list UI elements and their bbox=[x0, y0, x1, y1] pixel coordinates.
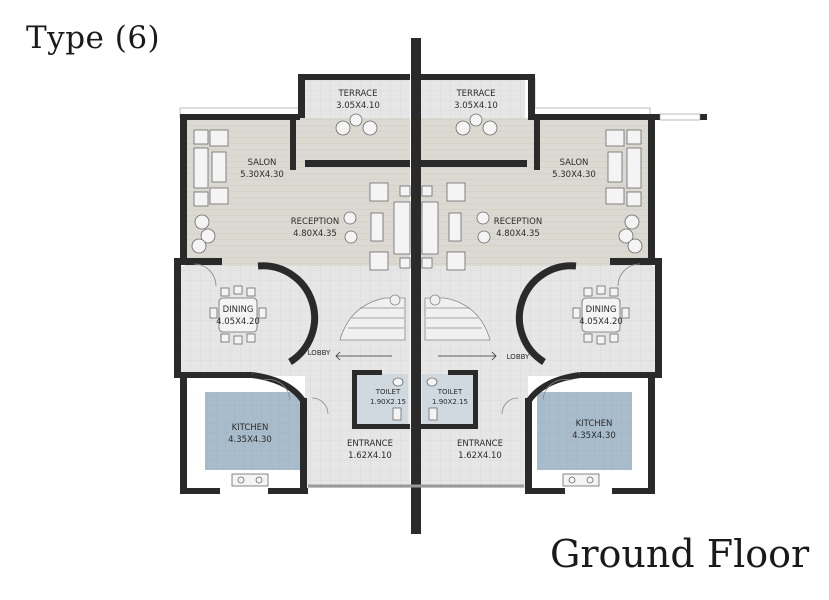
salon-right-name: SALON bbox=[560, 158, 589, 168]
terrace-left-dim: 3.05X4.10 bbox=[336, 101, 380, 111]
stairs bbox=[339, 294, 491, 341]
kitchen-right-floor bbox=[537, 392, 632, 470]
terrace-right-name: TERRACE bbox=[455, 89, 495, 99]
salon-right-furniture bbox=[605, 129, 643, 254]
dining-right-name: DINING bbox=[586, 305, 617, 315]
reception-left-name: RECEPTION bbox=[291, 217, 339, 227]
reception-right-dim: 4.80X4.35 bbox=[496, 229, 540, 239]
kitchen-left-curve bbox=[251, 372, 307, 404]
floor-level-title: Ground Floor bbox=[550, 532, 810, 576]
kitchen-right-dim: 4.35X4.30 bbox=[572, 431, 616, 441]
kitchen-left-name: KITCHEN bbox=[232, 423, 269, 433]
toilet-fixtures bbox=[392, 377, 438, 421]
kitchen-right-curve bbox=[525, 372, 581, 404]
walls bbox=[174, 38, 707, 534]
dining-left-dim: 4.05X4.20 bbox=[216, 317, 260, 327]
entrance-left-dim: 1.62X4.10 bbox=[348, 451, 392, 461]
reception-right-name: RECEPTION bbox=[494, 217, 542, 227]
terrace-left-name: TERRACE bbox=[337, 89, 377, 99]
kitchen-fixtures bbox=[231, 473, 600, 487]
kitchen-left-dim: 4.35X4.30 bbox=[228, 435, 272, 445]
dining-right-furniture bbox=[572, 285, 630, 345]
terrace-right-dim: 3.05X4.10 bbox=[454, 101, 498, 111]
plan-type-title: Type (6) bbox=[26, 20, 161, 56]
entrance-right-name: ENTRANCE bbox=[457, 439, 503, 449]
toilet-right-name: TOILET bbox=[437, 388, 463, 396]
door-swings bbox=[193, 263, 641, 415]
lobby-right-label: LOBBY bbox=[507, 353, 530, 361]
salon-right-dim: 5.30X4.30 bbox=[552, 170, 596, 180]
dining-left-furniture bbox=[209, 285, 267, 345]
dining-right-dim: 4.05X4.20 bbox=[579, 317, 623, 327]
terrace-furniture bbox=[335, 113, 498, 136]
dining-left-name: DINING bbox=[223, 305, 254, 315]
salon-left-name: SALON bbox=[248, 158, 277, 168]
kitchen-left-floor bbox=[205, 392, 300, 470]
salon-left-dim: 5.30X4.30 bbox=[240, 170, 284, 180]
toilet-left-name: TOILET bbox=[375, 388, 401, 396]
toilet-left-dim: 1.90X2.15 bbox=[370, 398, 406, 406]
reception-furniture bbox=[343, 182, 491, 271]
reception-left-dim: 4.80X4.35 bbox=[293, 229, 337, 239]
entrance-right-dim: 1.62X4.10 bbox=[458, 451, 502, 461]
top-right-window bbox=[659, 113, 701, 121]
toilet-right-dim: 1.90X2.15 bbox=[432, 398, 468, 406]
dining-right-curve bbox=[515, 262, 577, 365]
lobby-arrows bbox=[335, 351, 497, 361]
entrance-left-name: ENTRANCE bbox=[347, 439, 393, 449]
dining-left-curve bbox=[257, 262, 319, 365]
lobby-left-label: LOBBY bbox=[308, 349, 331, 357]
salon-left-furniture bbox=[191, 129, 229, 254]
kitchen-right-name: KITCHEN bbox=[576, 419, 613, 429]
